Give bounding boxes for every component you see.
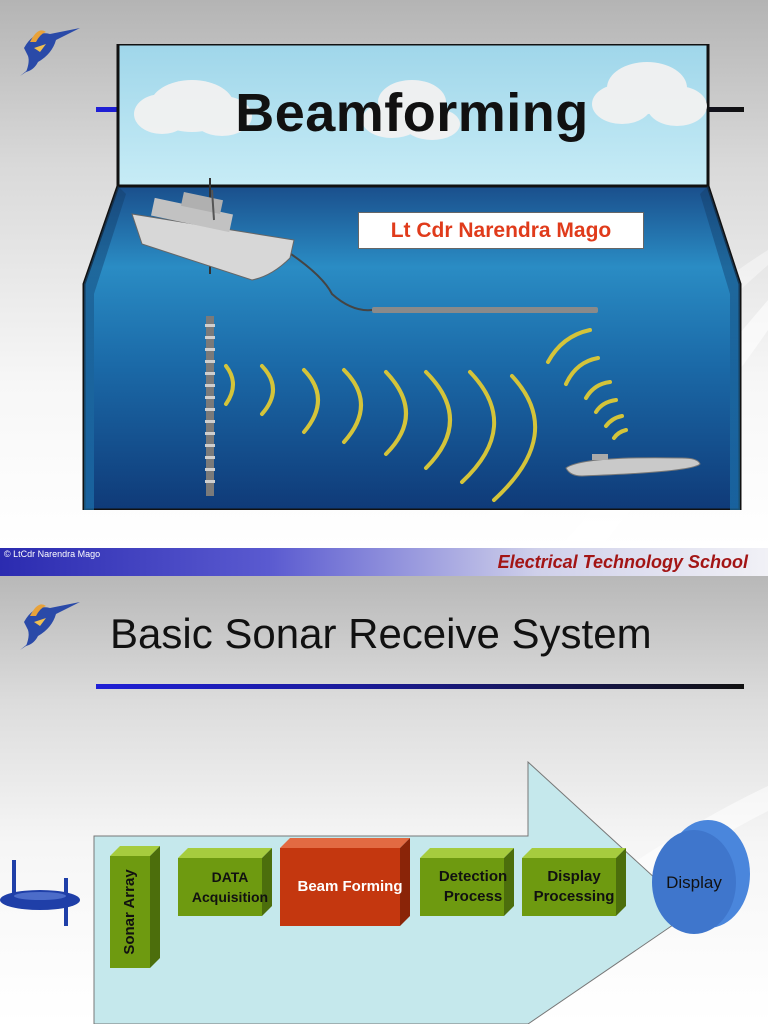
sonar-scene-illustration (82, 44, 742, 510)
beam-forming-block (280, 838, 410, 926)
display-block (652, 820, 750, 934)
detection-process-label: Detection Process (438, 868, 508, 905)
sonar-array-block (110, 846, 160, 968)
sonar-wave-icon (224, 364, 538, 502)
slide-beamforming: Beamforming Lt Cdr Narendra Mago (0, 0, 768, 548)
beam-forming-label: Beam Forming (297, 878, 403, 895)
submarine-icon (565, 454, 701, 477)
title-rule (96, 684, 744, 689)
slide-title: Beamforming (235, 83, 589, 143)
ship-icon (131, 189, 295, 281)
display-processing-label: Display Processing (533, 868, 615, 905)
slide-title: Basic Sonar Receive System (110, 610, 652, 657)
copyright-text: © LtCdr Narendra Mago (4, 549, 101, 559)
school-name: Electrical Technology School (497, 552, 748, 572)
display-label: Display (666, 873, 722, 892)
swordfish-logo-icon (20, 28, 80, 76)
footer-bar: © LtCdr Narendra Mago Electrical Technol… (0, 548, 768, 576)
submarine-icon (0, 860, 80, 926)
author-label: Lt Cdr Narendra Mago (358, 212, 644, 249)
slide-basic-sonar-receive-system: Basic Sonar Receive System (0, 576, 768, 1024)
sonar-receive-diagram: Sonar Array DATA Acquisition Beam Formin… (0, 752, 768, 1024)
detection-process-block (420, 848, 514, 916)
data-acquisition-label: DATA Acquisition (191, 869, 269, 905)
swordfish-logo-icon (20, 602, 80, 650)
sonar-array-label: Sonar Array (121, 869, 138, 955)
data-acquisition-block (178, 848, 272, 916)
display-processing-block (522, 848, 626, 916)
